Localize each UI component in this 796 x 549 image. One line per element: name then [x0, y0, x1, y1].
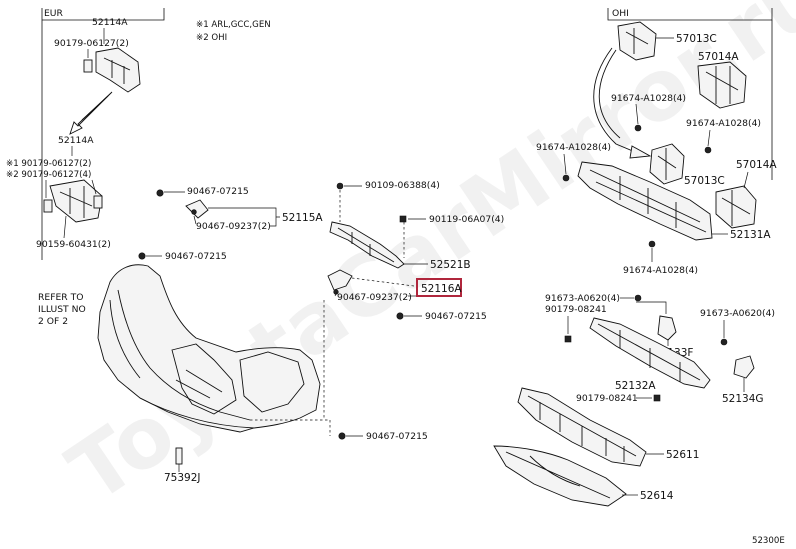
- bolt-91674-b[interactable]: [704, 146, 712, 154]
- label-90467-07215-d[interactable]: 90467-07215: [366, 431, 428, 442]
- bolt-91674-c[interactable]: [562, 174, 570, 182]
- refer-note-line-1: REFER TO: [38, 292, 83, 303]
- label-52114A-mid[interactable]: 52114A: [58, 135, 94, 146]
- clip-90467-07215-a[interactable]: [156, 189, 164, 197]
- part-75392J[interactable]: [175, 447, 183, 465]
- part-52114A-mid-bracket[interactable]: [43, 179, 103, 223]
- label-57013C-top[interactable]: 57013C: [676, 33, 717, 45]
- part-57014A-mid[interactable]: [715, 185, 757, 229]
- label-57013C-mid[interactable]: 57013C: [684, 175, 725, 187]
- part-52521B-bracket[interactable]: [329, 221, 405, 269]
- label-52614[interactable]: 52614: [640, 490, 674, 502]
- part-52611-grille[interactable]: [517, 387, 647, 467]
- diagram-code: 52300E: [752, 536, 785, 546]
- note-1: ※1 ARL,GCC,GEN: [196, 20, 271, 30]
- part-57013C-mid[interactable]: [649, 143, 685, 185]
- direction-arrow-ohi: [593, 47, 652, 159]
- part-57014A-top[interactable]: [697, 61, 747, 109]
- label-52115A[interactable]: 52115A: [282, 212, 323, 224]
- direction-arrow-eur: [69, 91, 113, 135]
- label-91674-A1028-d[interactable]: 91674-A1028(4): [623, 265, 698, 276]
- part-52115A-bracket[interactable]: [185, 199, 209, 219]
- ohi-frame: OHI: [607, 8, 773, 180]
- note-2: ※2 OHI: [196, 33, 227, 43]
- part-52614-undercover[interactable]: [493, 445, 627, 507]
- refer-note-line-3: 2 OF 2: [38, 316, 68, 327]
- refer-note-line-2: ILLUST NO: [38, 304, 86, 315]
- label-91674-A1028-b[interactable]: 91674-A1028(4): [686, 118, 761, 129]
- bolt-91674-d[interactable]: [648, 240, 656, 248]
- part-52114A-top-bracket[interactable]: [83, 47, 141, 93]
- nut-90179-a[interactable]: [564, 335, 572, 343]
- label-90179-08241-b[interactable]: 90179-08241: [576, 393, 638, 404]
- label-52134G[interactable]: 52134G: [722, 393, 764, 405]
- eur-frame: EUR: [41, 8, 165, 260]
- label-90179-06127-2[interactable]: 90179-06127(2): [54, 38, 129, 49]
- label-90179-06127-4-note2[interactable]: ※2 90179-06127(4): [6, 170, 91, 180]
- label-52611[interactable]: 52611: [666, 449, 699, 461]
- label-91673-A0620-a[interactable]: 91673-A0620(4): [545, 293, 620, 304]
- highlight-box-52116A: [416, 278, 462, 297]
- label-90179-08241-a[interactable]: 90179-08241: [545, 304, 607, 315]
- label-90109-06388[interactable]: 90109-06388(4): [365, 180, 440, 191]
- label-90159-60431[interactable]: 90159-60431(2): [36, 239, 111, 250]
- label-90179-06127-2-note1[interactable]: ※1 90179-06127(2): [6, 159, 91, 169]
- nut-90119-06A07[interactable]: [399, 215, 407, 223]
- label-90467-07215-c[interactable]: 90467-07215: [425, 311, 487, 322]
- label-91674-A1028-a[interactable]: 91674-A1028(4): [611, 93, 686, 104]
- ohi-label: OHI: [612, 8, 629, 19]
- label-52114A-top[interactable]: 52114A: [92, 17, 128, 28]
- label-91673-A0620-b[interactable]: 91673-A0620(4): [700, 308, 775, 319]
- label-75392J[interactable]: 75392J: [164, 472, 201, 484]
- bolt-91673-a[interactable]: [634, 294, 642, 302]
- label-91674-A1028-c[interactable]: 91674-A1028(4): [536, 142, 611, 153]
- clip-90467-07215-d[interactable]: [338, 432, 346, 440]
- bolt-91673-b[interactable]: [720, 338, 728, 346]
- part-52134G-bracket[interactable]: [733, 355, 755, 379]
- label-52116A[interactable]: 52116A: [421, 283, 462, 295]
- bolt-90109-06388[interactable]: [336, 182, 344, 190]
- nut-90179-b[interactable]: [653, 394, 661, 402]
- part-52132A-absorber[interactable]: [589, 317, 711, 389]
- watermark-text: ToyotaCarMirror.ru: [51, 0, 796, 522]
- label-90467-07215-b[interactable]: 90467-07215: [165, 251, 227, 262]
- label-90467-07215-a[interactable]: 90467-07215: [187, 186, 249, 197]
- clip-90467-07215-b[interactable]: [138, 252, 146, 260]
- front-bumper-cover[interactable]: [97, 264, 321, 433]
- label-90467-09237-b[interactable]: 90467-09237(2): [337, 292, 412, 303]
- label-90467-09237-a[interactable]: 90467-09237(2): [196, 221, 271, 232]
- label-57014A-mid[interactable]: 57014A: [736, 159, 777, 171]
- bolt-91674-a[interactable]: [634, 124, 642, 132]
- part-52116A-bracket[interactable]: [327, 269, 353, 295]
- label-90119-06A07[interactable]: 90119-06A07(4): [429, 214, 504, 225]
- part-52131A-reinforcement[interactable]: [577, 161, 713, 241]
- clip-90467-07215-c[interactable]: [396, 312, 404, 320]
- eur-label: EUR: [44, 8, 64, 19]
- part-52133F-bracket[interactable]: [657, 315, 677, 341]
- label-52132A[interactable]: 52132A: [615, 380, 656, 392]
- label-52131A[interactable]: 52131A: [730, 229, 771, 241]
- label-52521B[interactable]: 52521B: [430, 259, 471, 271]
- label-57014A-top[interactable]: 57014A: [698, 51, 739, 63]
- part-57013C-top[interactable]: [617, 21, 657, 61]
